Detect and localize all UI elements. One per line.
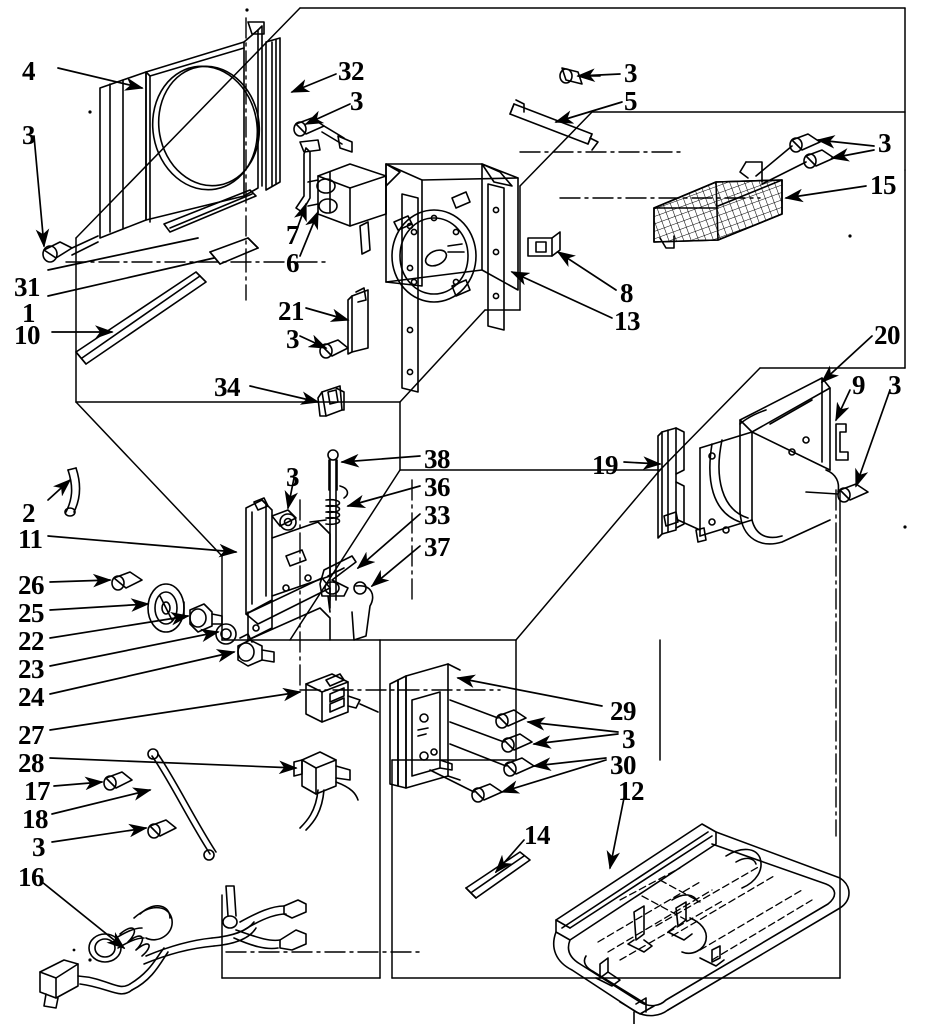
callout-number-6: 6: [286, 248, 300, 278]
part-base-pan-rail: [465, 851, 531, 899]
part-rotary-switch: [305, 673, 379, 723]
callout-number-14: 14: [524, 820, 551, 850]
callout-number-8: 8: [620, 278, 634, 308]
callout-number-27: 27: [18, 720, 45, 750]
part-bracket-tab: [347, 287, 369, 355]
callout-number-4: 4: [22, 56, 36, 86]
callout-number-3: 3: [32, 832, 46, 862]
callout-number-28: 28: [18, 748, 45, 778]
callout-number-13: 13: [614, 306, 641, 336]
callout-number-3: 3: [22, 120, 36, 150]
leader-lines: [33, 67, 891, 950]
part-screw-17: [103, 771, 133, 791]
part-long-seal-rail: [75, 271, 207, 365]
scan-specks: [72, 8, 907, 962]
part-control-bracket: [245, 497, 331, 641]
part-screw-blower: [805, 483, 869, 503]
part-vertical-seal-strip: [265, 37, 281, 191]
callout-number-3: 3: [624, 58, 638, 88]
callout-number-22: 22: [18, 626, 45, 656]
part-base-pan: [552, 823, 850, 1024]
part-support-bracket: [509, 99, 599, 151]
part-damper-linkage: [309, 449, 374, 641]
part-control-panel-plate: [389, 663, 461, 789]
callout-number-30: 30: [610, 750, 637, 780]
callout-number-3: 3: [350, 86, 364, 116]
callout-number-25: 25: [18, 598, 45, 628]
callout-number-3: 3: [286, 324, 300, 354]
part-screw-3-lower: [147, 819, 177, 839]
callout-number-3: 3: [888, 370, 902, 400]
part-retainer-clip: [835, 423, 849, 461]
chassis-outline: [75, 7, 906, 979]
callout-number-3: 3: [878, 128, 892, 158]
part-screws-grille: [755, 133, 835, 185]
part-motor-strap: [295, 139, 321, 213]
callout-number-31: 31: [14, 272, 41, 302]
callout-number-2: 2: [22, 498, 36, 528]
callout-number-26: 26: [18, 570, 45, 600]
callout-number-3: 3: [286, 462, 300, 492]
part-seal-strip-1: [209, 237, 259, 265]
callout-number-24: 24: [18, 682, 45, 712]
callout-number-23: 23: [18, 654, 45, 684]
part-screw-bracket21: [319, 339, 349, 359]
callout-number-16: 16: [18, 862, 45, 892]
part-motor-mounting-plate: [359, 163, 519, 393]
callout-number-17: 17: [24, 776, 51, 806]
part-screw-topleft: [42, 235, 99, 263]
part-fan-motor: [307, 163, 387, 227]
part-seal-strip-31: [163, 189, 257, 233]
callout-number-11: 11: [18, 524, 43, 554]
callout-number-20: 20: [874, 320, 901, 350]
callout-number-12: 12: [618, 776, 645, 806]
callout-number-1: 1: [22, 298, 36, 328]
part-screw-motor: [293, 117, 353, 153]
callout-number-7: 7: [286, 220, 300, 250]
part-power-cord-harness: [39, 885, 307, 1009]
part-blower-housing: [695, 377, 840, 545]
part-screw-bracket11: [271, 509, 297, 531]
part-slide-rail-bracket: [657, 427, 701, 539]
callout-number-9: 9: [852, 370, 866, 400]
part-thermostat: [293, 751, 359, 831]
callout-number-18: 18: [22, 804, 49, 834]
callout-number-37: 37: [424, 532, 451, 562]
callout-number-5: 5: [624, 86, 638, 116]
part-drain-tube: [64, 467, 81, 517]
part-fan-shroud: [99, 21, 265, 239]
callout-number-38: 38: [424, 444, 451, 474]
callout-number-15: 15: [870, 170, 897, 200]
callout-number-19: 19: [592, 450, 619, 480]
part-filter-grille: [653, 161, 783, 249]
callout-number-3: 3: [622, 724, 636, 754]
part-wire-clamp: [317, 385, 345, 417]
part-mounting-clip: [527, 231, 561, 257]
callout-number-36: 36: [424, 472, 451, 502]
callout-number-21: 21: [278, 296, 305, 326]
part-knob-stack: [111, 571, 275, 667]
callout-number-33: 33: [424, 500, 451, 530]
callout-number-32: 32: [338, 56, 365, 86]
callout-number-29: 29: [610, 696, 637, 726]
callout-number-10: 10: [14, 320, 41, 350]
callout-number-34: 34: [214, 372, 241, 402]
part-capillary-tube: [147, 748, 217, 861]
